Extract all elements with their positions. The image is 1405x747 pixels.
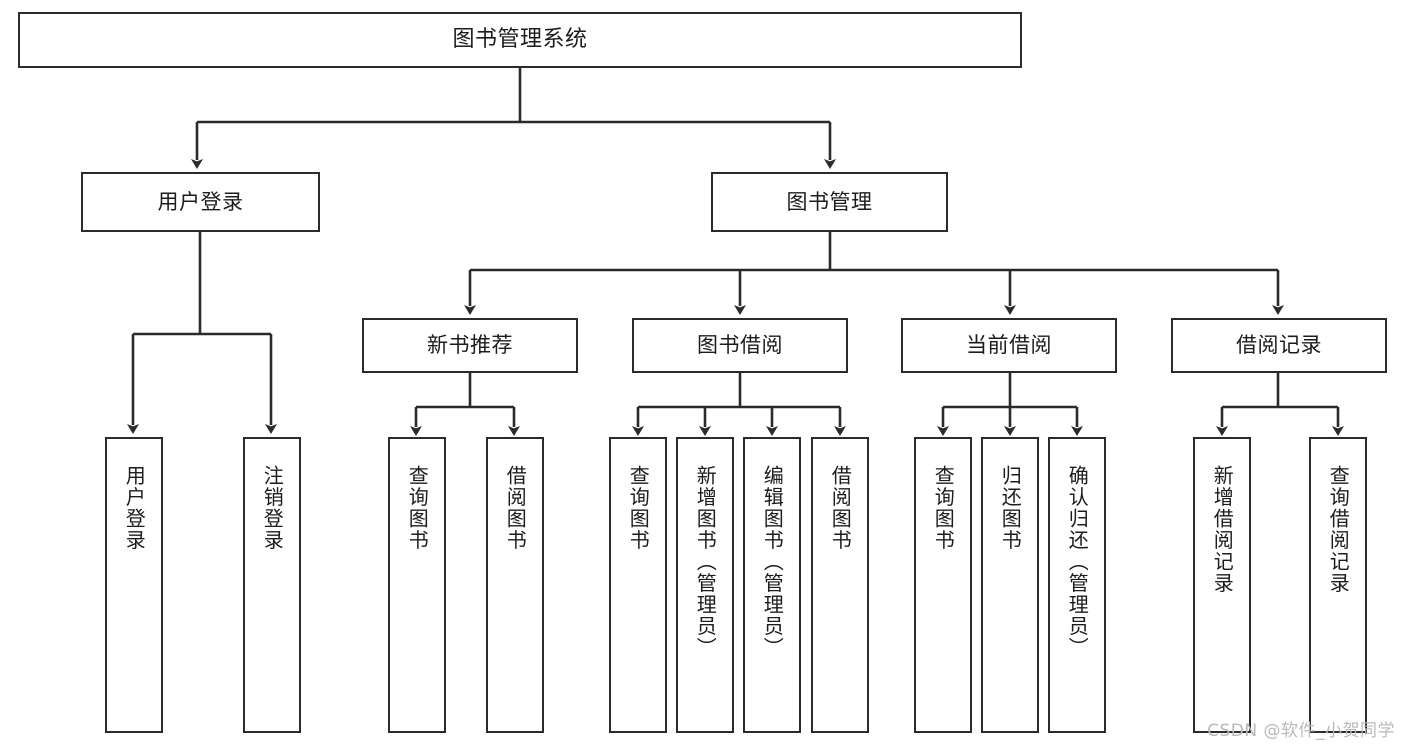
node-book-management-label: 图书管理: [786, 189, 873, 214]
node-leaf-add-borrow-record-label: 新增借阅记录: [1210, 465, 1235, 594]
node-leaf-borrow-book[interactable]: 借阅图书: [811, 437, 869, 733]
node-book-borrow-label: 图书借阅: [697, 333, 783, 358]
node-leaf-confirm-return-admin[interactable]: 确认归还（管理员）: [1048, 437, 1106, 733]
node-leaf-recommend-borrow-book-label: 借阅图书: [503, 465, 528, 551]
node-leaf-add-book-admin[interactable]: 新增图书（管理员）: [676, 437, 734, 733]
node-leaf-return-book[interactable]: 归还图书: [981, 437, 1039, 733]
node-new-book-recommend-label: 新书推荐: [427, 333, 513, 358]
node-leaf-logout-label: 注销登录: [260, 465, 285, 551]
node-user-login-label: 用户登录: [157, 189, 244, 214]
node-leaf-add-book-admin-label: 新增图书（管理员）: [693, 465, 718, 659]
node-borrow-record-label: 借阅记录: [1236, 333, 1322, 358]
node-leaf-logout[interactable]: 注销登录: [243, 437, 301, 733]
node-leaf-user-login-label: 用户登录: [122, 465, 147, 551]
node-leaf-confirm-return-admin-label: 确认归还（管理员）: [1065, 465, 1090, 659]
node-leaf-borrow-query-book-label: 查询图书: [626, 465, 651, 551]
node-leaf-current-query-book[interactable]: 查询图书: [914, 437, 972, 733]
node-leaf-add-borrow-record[interactable]: 新增借阅记录: [1193, 437, 1251, 733]
node-current-borrow[interactable]: 当前借阅: [901, 318, 1117, 373]
node-leaf-query-borrow-record-label: 查询借阅记录: [1326, 465, 1351, 594]
node-leaf-borrow-book-label: 借阅图书: [828, 465, 853, 551]
node-leaf-edit-book-admin-label: 编辑图书（管理员）: [760, 465, 785, 659]
node-root-label: 图书管理系统: [452, 27, 588, 53]
csdn-watermark: CSDN @软件_小贺同学: [1207, 721, 1395, 741]
node-leaf-user-login[interactable]: 用户登录: [105, 437, 163, 733]
node-current-borrow-label: 当前借阅: [966, 333, 1052, 358]
node-leaf-recommend-query-book-label: 查询图书: [405, 465, 430, 551]
node-book-borrow[interactable]: 图书借阅: [632, 318, 848, 373]
node-root-system[interactable]: 图书管理系统: [18, 12, 1022, 68]
node-user-login[interactable]: 用户登录: [81, 172, 320, 232]
node-leaf-recommend-borrow-book[interactable]: 借阅图书: [486, 437, 544, 733]
node-leaf-recommend-query-book[interactable]: 查询图书: [388, 437, 446, 733]
node-book-management[interactable]: 图书管理: [711, 172, 948, 232]
node-leaf-borrow-query-book[interactable]: 查询图书: [609, 437, 667, 733]
node-leaf-return-book-label: 归还图书: [998, 465, 1023, 551]
node-new-book-recommend[interactable]: 新书推荐: [362, 318, 578, 373]
node-leaf-query-borrow-record[interactable]: 查询借阅记录: [1309, 437, 1367, 733]
node-borrow-record[interactable]: 借阅记录: [1171, 318, 1387, 373]
node-leaf-current-query-book-label: 查询图书: [931, 465, 956, 551]
node-leaf-edit-book-admin[interactable]: 编辑图书（管理员）: [743, 437, 801, 733]
